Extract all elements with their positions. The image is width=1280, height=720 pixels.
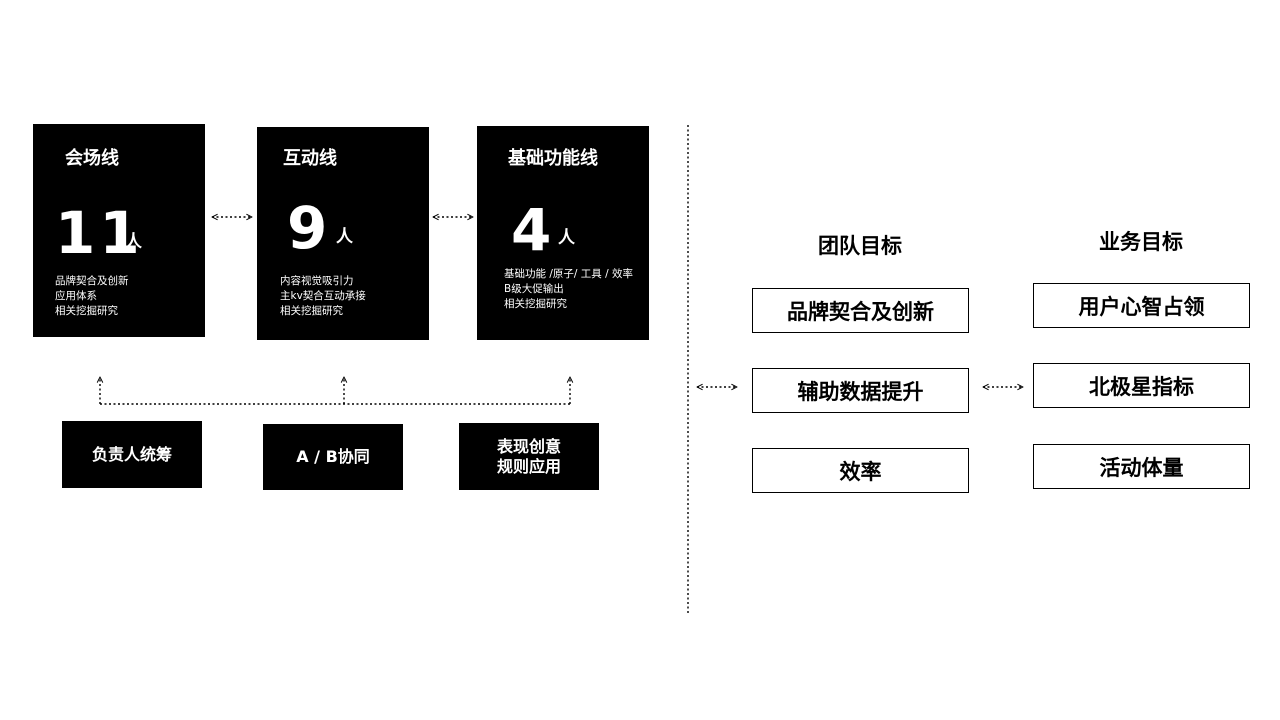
team-card-interaction: 互动线 9 人 内容视觉吸引力 主kv契合互动承接 相关挖掘研究	[257, 127, 429, 340]
team-card-description-line: 相关挖掘研究	[280, 305, 343, 317]
support-box-label: 负责人统筹	[91, 444, 172, 464]
team-card-description-line: B级大促输出	[504, 283, 564, 295]
team-card-headcount: 9	[287, 194, 332, 262]
team-card-unit: 人	[336, 227, 353, 247]
team-card-headcount: 11	[55, 199, 144, 267]
team-card-description: 内容视觉吸引力 主kv契合互动承接 相关挖掘研究	[280, 274, 366, 319]
business-goal-campaign-volume: 活动体量	[1033, 444, 1250, 489]
team-card-venue: 会场线 11 人 品牌契合及创新 应用体系 相关挖掘研究	[33, 124, 205, 337]
team-goals-heading: 团队目标	[818, 234, 902, 258]
business-goal-north-star-metric: 北极星指标	[1033, 363, 1250, 408]
team-card-headcount: 4	[511, 196, 556, 264]
support-box-label: A / B协同	[296, 447, 370, 466]
team-goal-efficiency: 效率	[752, 448, 969, 493]
team-card-unit: 人	[558, 228, 575, 248]
team-card-description: 基础功能 /原子/ 工具 / 效率 B级大促输出 相关挖掘研究	[504, 267, 633, 312]
support-box-ab-collaboration: A / B协同	[263, 424, 403, 490]
support-box-label: 表现创意	[496, 436, 561, 456]
support-box-label: 规则应用	[496, 456, 561, 476]
team-card-description-line: 应用体系	[55, 290, 97, 302]
team-card-description-line: 相关挖掘研究	[504, 298, 567, 310]
team-goal-data-improvement: 辅助数据提升	[752, 368, 969, 413]
team-card-base-function: 基础功能线 4 人 基础功能 /原子/ 工具 / 效率 B级大促输出 相关挖掘研…	[477, 126, 649, 340]
business-goals-heading: 业务目标	[1099, 230, 1183, 254]
team-card-description-line: 基础功能 /原子/ 工具 / 效率	[504, 268, 633, 280]
support-box-creative-rules: 表现创意 规则应用	[459, 423, 599, 490]
team-card-description: 品牌契合及创新 应用体系 相关挖掘研究	[55, 274, 129, 319]
team-card-description-line: 主kv契合互动承接	[280, 290, 366, 302]
team-card-unit: 人	[125, 232, 142, 252]
team-card-title: 基础功能线	[508, 148, 598, 169]
team-card-title: 互动线	[283, 148, 337, 169]
team-card-description-line: 相关挖掘研究	[55, 305, 118, 317]
team-card-description-line: 品牌契合及创新	[55, 275, 129, 287]
team-goal-brand-innovation: 品牌契合及创新	[752, 288, 969, 333]
team-card-description-line: 内容视觉吸引力	[280, 275, 354, 287]
team-card-title: 会场线	[65, 148, 119, 169]
business-goal-user-mindshare: 用户心智占领	[1033, 283, 1250, 328]
support-box-lead-coordination: 负责人统筹	[62, 421, 202, 488]
